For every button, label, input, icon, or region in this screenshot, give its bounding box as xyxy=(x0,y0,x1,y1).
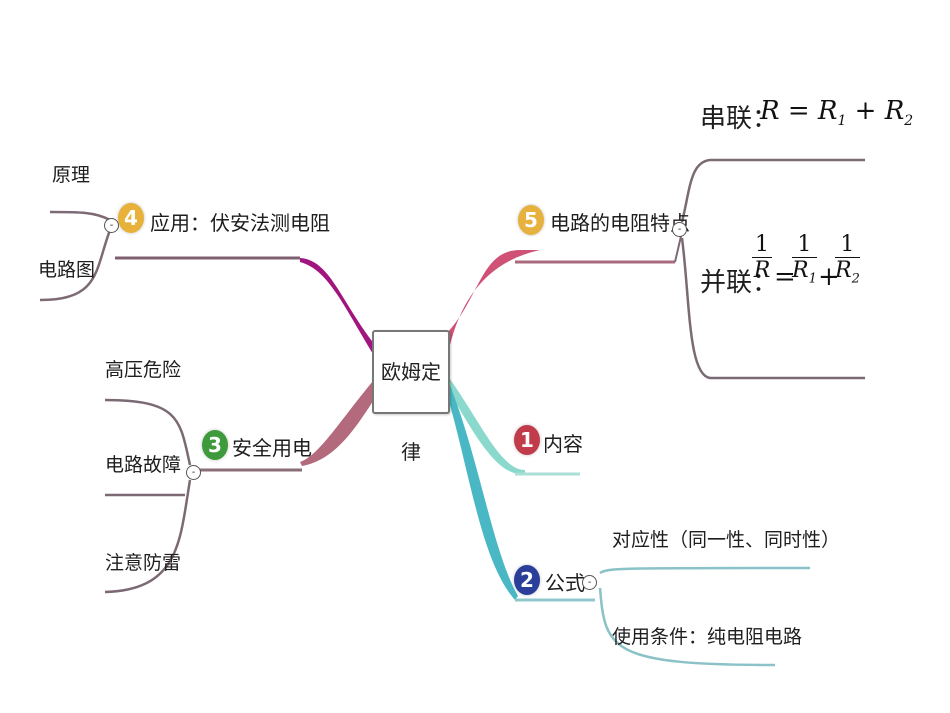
link-center-b5 xyxy=(445,250,540,345)
series-label: 串联： xyxy=(700,104,779,134)
b3-child-circuit-fault[interactable]: 电路故障 xyxy=(105,454,182,476)
link-b3-a xyxy=(104,398,192,466)
link-b3-c xyxy=(104,479,192,594)
branch-4-label[interactable]: 应用：伏安法测电阻 xyxy=(150,211,330,235)
badge-1: 1 xyxy=(514,425,540,455)
b3-child-lightning[interactable]: 注意防雷 xyxy=(105,552,182,574)
branch-2-label[interactable]: 公式 xyxy=(545,571,585,595)
collapse-toggle-b5[interactable]: - xyxy=(672,222,687,237)
link-b4-principle xyxy=(49,210,111,222)
badge-2: 2 xyxy=(514,565,540,595)
link-center-b3 xyxy=(300,375,380,466)
series-formula: R = R1 + R2 xyxy=(760,96,914,130)
plus-sign: + xyxy=(818,262,840,292)
collapse-toggle-b3[interactable]: - xyxy=(186,465,201,480)
link-center-b4 xyxy=(300,258,380,365)
link-b5-series xyxy=(680,158,865,223)
badge-3: 3 xyxy=(202,430,228,460)
center-node[interactable]: 欧姆定律 xyxy=(372,330,450,464)
link-b2-a xyxy=(599,566,811,575)
connector-b5 xyxy=(674,231,683,263)
badge-4: 4 xyxy=(118,203,144,233)
b4-child-principle[interactable]: 原理 xyxy=(52,164,91,186)
b3-child-high-voltage[interactable]: 高压危险 xyxy=(105,359,182,381)
link-b5-parallel xyxy=(680,237,865,380)
link-b2-b xyxy=(598,587,776,667)
b2-child-usage-condition[interactable]: 使用条件：纯电阻电路 xyxy=(612,626,803,648)
b2-child-correspondence[interactable]: 对应性（同一性、同时性） xyxy=(612,529,841,551)
equals-sign: = xyxy=(774,262,796,292)
collapse-toggle-b2[interactable]: - xyxy=(582,575,597,590)
link-center-b2 xyxy=(445,380,518,600)
branch-3-label[interactable]: 安全用电 xyxy=(232,436,312,460)
branch-5-label[interactable]: 电路的电阻特点 xyxy=(550,211,690,235)
parallel-label: 并联： xyxy=(700,268,779,298)
badge-5: 5 xyxy=(518,205,544,235)
link-b4-diagram xyxy=(39,229,112,302)
b4-child-circuit-diagram[interactable]: 电路图 xyxy=(38,259,96,281)
collapse-toggle-b4[interactable]: - xyxy=(104,218,119,233)
branch-1-label[interactable]: 内容 xyxy=(543,432,583,456)
